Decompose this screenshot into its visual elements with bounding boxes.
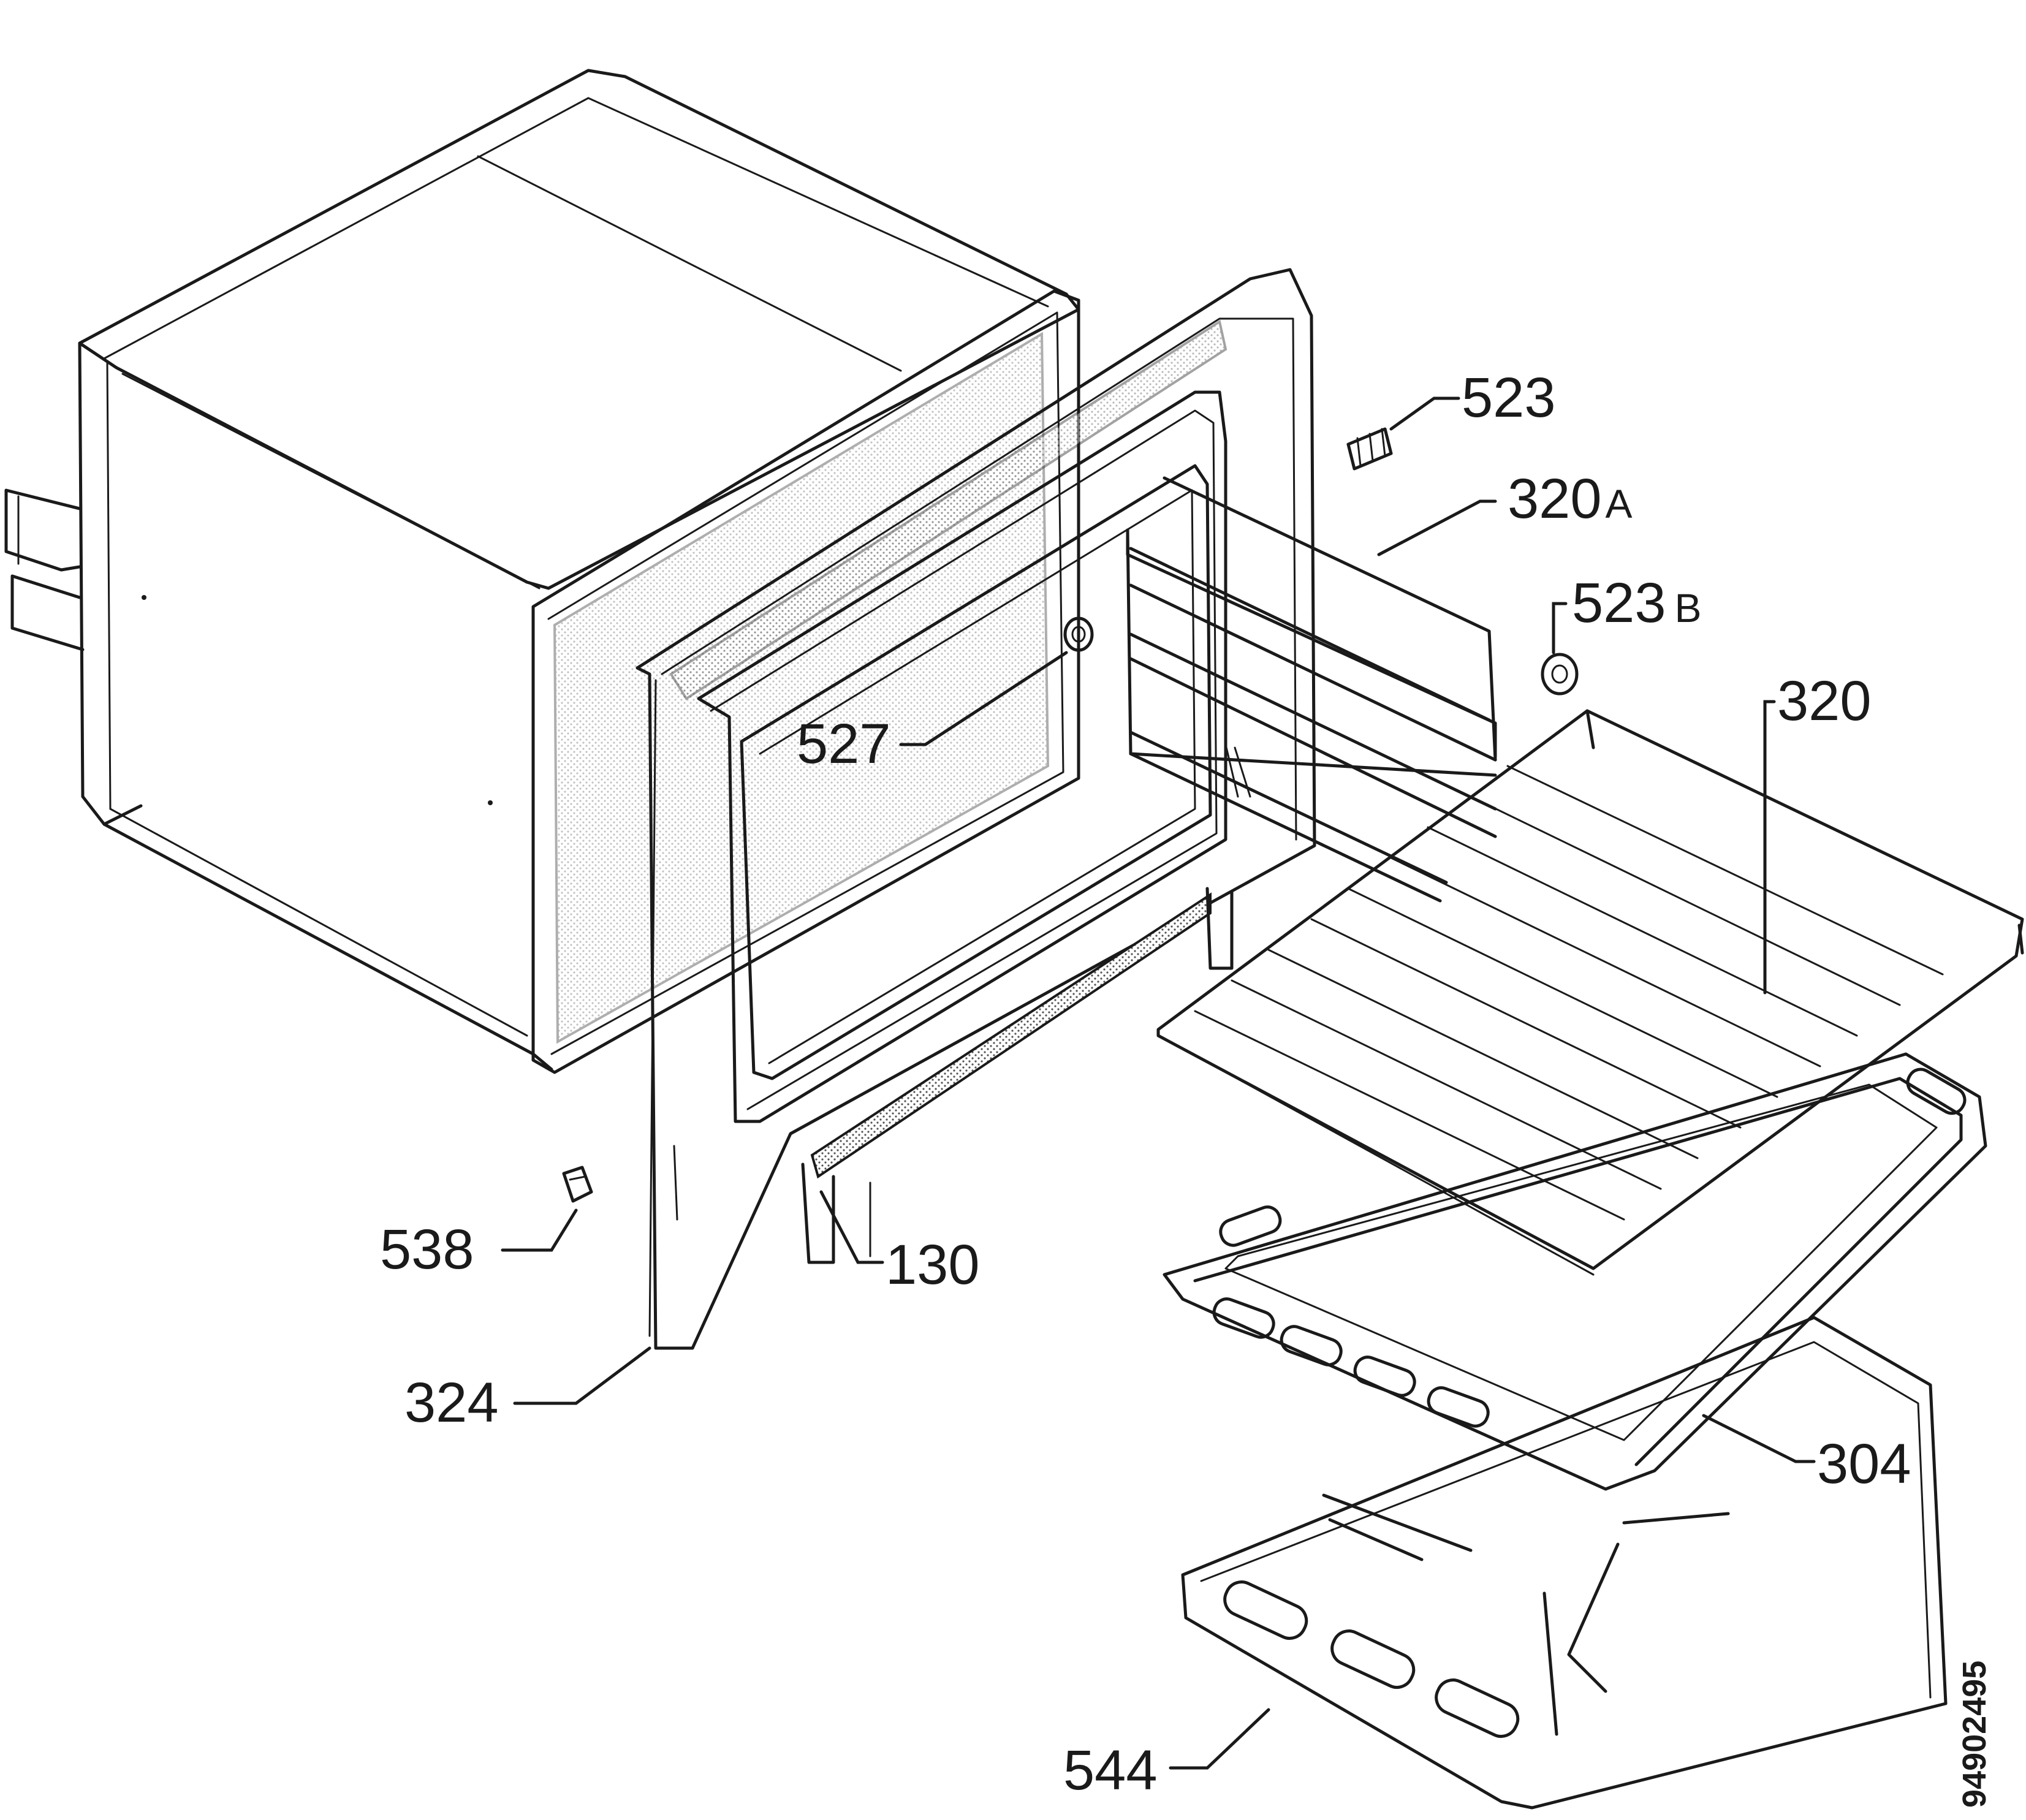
baking-tray [1163, 1052, 1987, 1491]
label-324: 324 [404, 1371, 499, 1434]
document-number: 94902495 [1956, 1661, 1993, 1808]
bottom-pan [1181, 1316, 1948, 1810]
oven-cavity-box [4, 69, 1080, 1074]
front-frame [635, 268, 1316, 1350]
label-527: 527 [797, 713, 891, 775]
clip-538 [562, 1166, 593, 1203]
label-320: 320 [1777, 670, 1872, 732]
label-304: 304 [1817, 1433, 1911, 1495]
label-130: 130 [886, 1234, 980, 1296]
lamp-holder-527 [1063, 616, 1094, 652]
screw-523 [1346, 427, 1393, 471]
leader-lines [501, 396, 1816, 1770]
label-538: 538 [380, 1218, 474, 1281]
side-runner [1126, 476, 1497, 903]
label-320a: 320A [1508, 468, 1633, 530]
bushing-523b [1541, 653, 1579, 696]
shelf-rack [1156, 709, 2024, 1276]
label-544: 544 [1063, 1739, 1158, 1802]
label-523: 523 [1462, 366, 1556, 429]
